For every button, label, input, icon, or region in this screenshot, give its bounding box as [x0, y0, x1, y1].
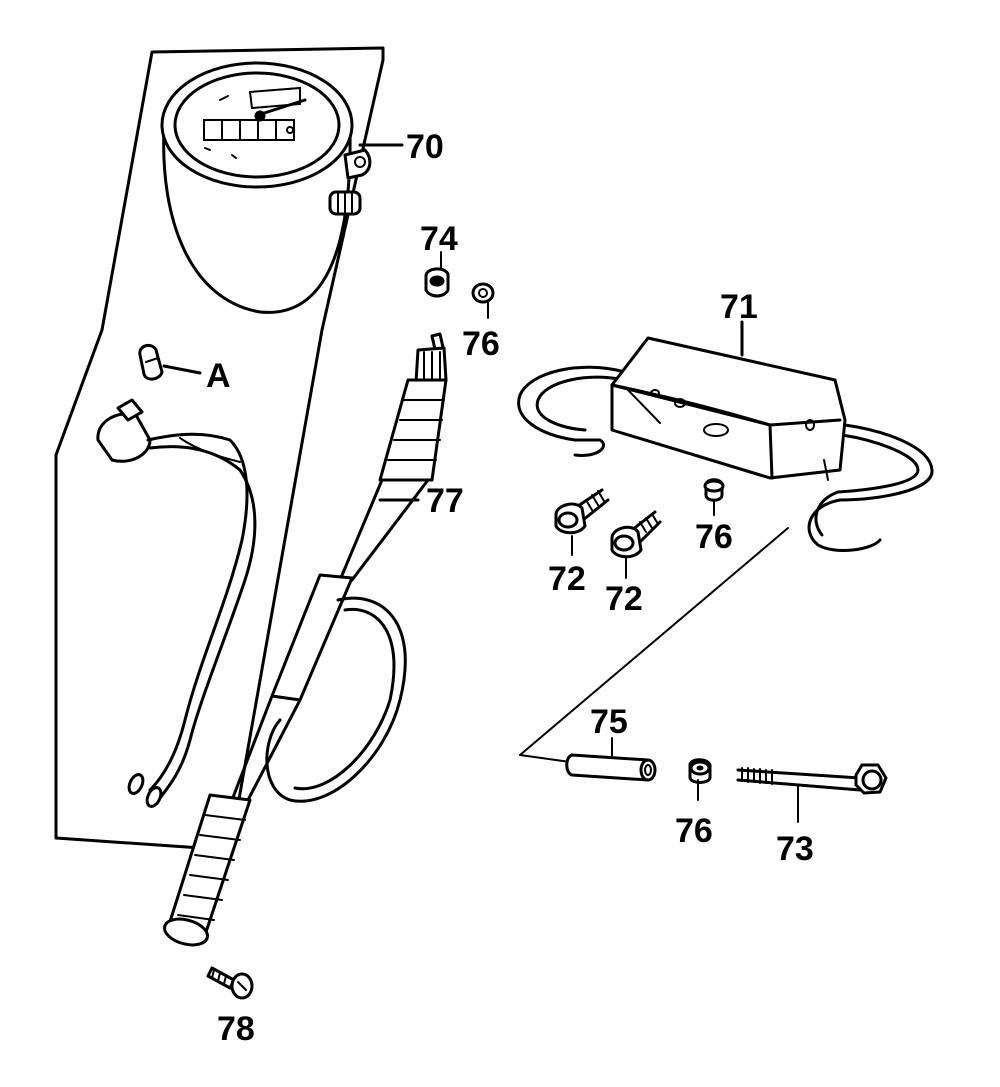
- label-73: 73: [776, 830, 814, 868]
- bracket-part: [517, 320, 934, 552]
- bolt-part-right: [610, 510, 662, 579]
- label-77: 77: [426, 482, 464, 520]
- speedometer-part: [160, 61, 404, 314]
- assembly-relation-line: [519, 527, 789, 756]
- label-72-right: 72: [605, 580, 643, 618]
- label-76-bottom: 76: [675, 812, 713, 850]
- label-74: 74: [420, 220, 458, 258]
- speedometer-cable-part: [163, 332, 448, 947]
- long-bolt-part: [736, 763, 888, 823]
- label-71: 71: [720, 288, 758, 326]
- label-76-top: 76: [462, 325, 500, 363]
- label-72-left: 72: [548, 560, 586, 598]
- bulb-socket-part: [138, 343, 202, 381]
- label-78: 78: [217, 1010, 255, 1048]
- grommet-part-bottom: [688, 758, 712, 801]
- label-76-middle: 76: [695, 518, 733, 556]
- label-75: 75: [590, 703, 628, 741]
- washer-part-top: [471, 282, 495, 319]
- label-A: A: [206, 357, 231, 395]
- screw-part: [206, 966, 254, 1000]
- bolt-part-left: [554, 488, 610, 556]
- collar-part: [565, 737, 657, 782]
- wire-harness-part: [96, 398, 257, 808]
- grommet-part-middle: [703, 478, 725, 516]
- nut-part: [424, 251, 450, 298]
- label-70: 70: [406, 128, 444, 166]
